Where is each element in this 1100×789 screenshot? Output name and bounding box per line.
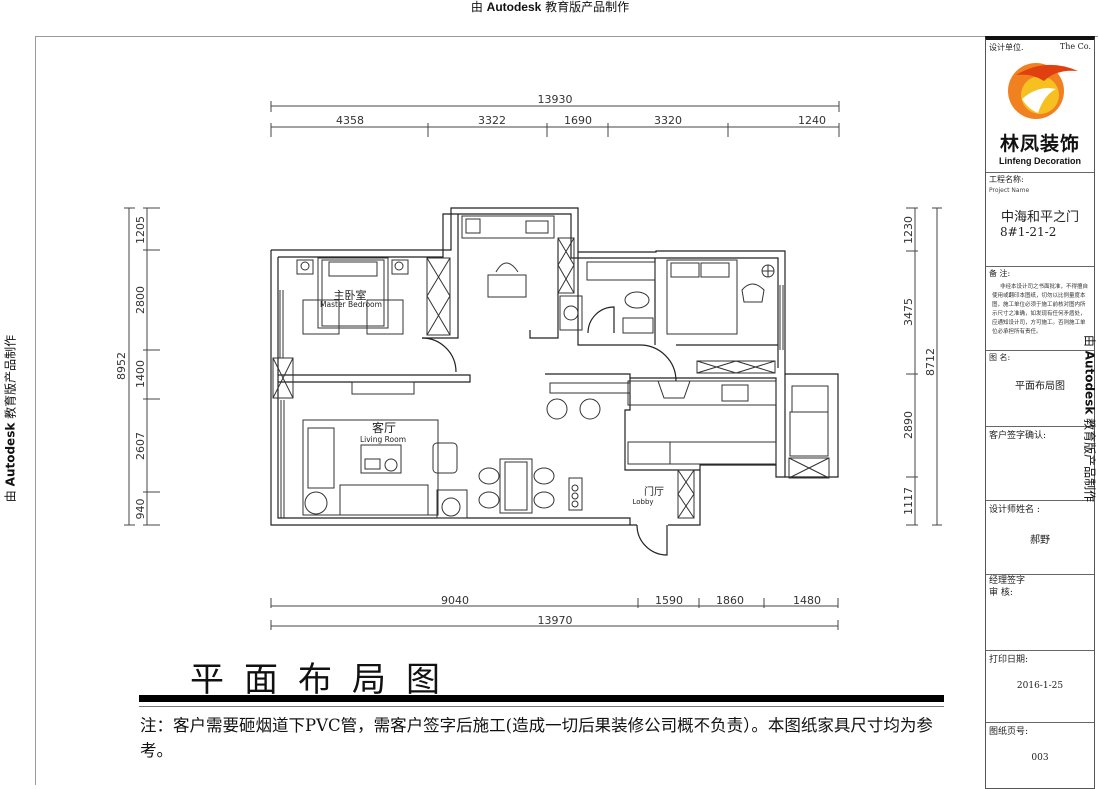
remarks-text: 非经本设计司之书面批准，不得擅自使用或翻印本图纸，切勿以比例量度本图，施工单位必… — [992, 284, 1089, 335]
logo-text-cn: 林凤装饰 — [999, 133, 1080, 155]
print-date: 2016-1-25 — [1016, 681, 1064, 691]
svg-text:2800: 2800 — [134, 286, 147, 314]
svg-text:1205: 1205 — [134, 216, 147, 244]
page-no-label: 图纸页号: — [989, 727, 1029, 737]
drawing-name: 平面布局图 — [1015, 381, 1065, 392]
room-label-lobby-en: Lobby — [632, 498, 653, 506]
remarks-cell: 备 注: 非经本设计司之书面批准，不得擅自使用或翻印本图纸，切勿以比例量度本图，… — [986, 266, 1094, 351]
drawing-title: 平面布局图 — [190, 660, 460, 700]
svg-text:1230: 1230 — [902, 216, 915, 244]
autodesk-watermark-top: 由 Autodesk 教育版产品制作 — [470, 0, 630, 14]
drawing-name-cell: 图 名: 平面布局图 — [986, 350, 1094, 427]
page-no: 003 — [1031, 753, 1049, 763]
svg-text:2890: 2890 — [902, 411, 915, 439]
autodesk-watermark-right: 由 Autodesk 教育版产品制作 — [1082, 334, 1097, 503]
floor-plan: 13930 4358 3322 1690 3320 1240 9040 1590 1860… — [115, 93, 942, 630]
project-unit: 8#1-21-2 — [1000, 225, 1057, 239]
title-underline-thin — [139, 706, 944, 707]
svg-text:2607: 2607 — [134, 432, 147, 460]
svg-text:8712: 8712 — [924, 348, 937, 376]
drawing-sheet-border — [35, 36, 1098, 785]
svg-text:1590: 1590 — [655, 594, 683, 607]
room-label-living-room-en: Living Room — [360, 435, 406, 444]
svg-text:9040: 9040 — [441, 594, 469, 607]
dim-top-total: 13930 — [538, 93, 573, 106]
project-label-en: Project Name — [989, 187, 1030, 194]
svg-text:8952: 8952 — [115, 352, 128, 380]
room-label-living-room-cn: 客厅 — [372, 420, 396, 435]
svg-text:3475: 3475 — [902, 298, 915, 326]
svg-text:1240: 1240 — [798, 114, 826, 127]
client-sign-label: 客户签字确认: — [989, 431, 1047, 441]
linfeng-logo-icon — [1008, 63, 1078, 119]
designer-label: 设计师姓名 : — [989, 505, 1040, 515]
remarks-label: 备 注: — [989, 269, 1011, 278]
design-unit-label: 设计单位. — [989, 43, 1024, 52]
svg-text:1690: 1690 — [564, 114, 592, 127]
page-no-cell: 图纸页号: 003 — [986, 722, 1094, 784]
manager-label: 经理签字 — [989, 576, 1026, 586]
title-underline-bar — [139, 695, 944, 702]
project-cell: 工程名称: Project Name 中海和平之门 8#1-21-2 — [986, 172, 1094, 267]
svg-text:1860: 1860 — [716, 594, 744, 607]
title-block-logo-cell: 设计单位. The Co. 林凤装饰 Linfeng Decoration — [986, 40, 1094, 173]
logo-text-en: Linfeng Decoration — [998, 156, 1081, 166]
drawing-note: 注：客户需要砸烟道下PVC管，需客户签字后施工(造成一切后果装修公司概不负责）。… — [140, 716, 933, 760]
client-sign-cell: 客户签字确认: — [986, 426, 1094, 501]
room-label-master-bedroom-cn: 主卧室 — [334, 288, 367, 302]
manager-cell: 经理签字 审 核: — [986, 574, 1094, 651]
designer-cell: 设计师姓名 : 郝野 — [986, 500, 1094, 575]
drawing-name-label: 图 名: — [989, 353, 1011, 362]
project-name: 中海和平之门 — [1000, 210, 1079, 225]
svg-text:13970: 13970 — [538, 614, 573, 627]
print-date-cell: 打印日期: 2016-1-25 — [986, 650, 1094, 723]
room-label-lobby-cn: 门厅 — [644, 485, 664, 498]
project-label: 工程名称: — [989, 175, 1024, 184]
review-label: 审 核: — [989, 588, 1013, 598]
svg-text:3322: 3322 — [478, 114, 506, 127]
svg-text:940: 940 — [134, 499, 147, 520]
design-unit-en: The Co. — [1059, 42, 1091, 51]
svg-text:4358: 4358 — [336, 114, 364, 127]
svg-text:1480: 1480 — [793, 594, 821, 607]
svg-text:1400: 1400 — [134, 360, 147, 388]
print-date-label: 打印日期: — [989, 655, 1029, 665]
room-label-master-bedroom-en: Master Bedroom — [320, 300, 382, 309]
svg-text:1117: 1117 — [902, 487, 915, 515]
designer-name: 郝野 — [1030, 535, 1050, 546]
title-block: 设计单位. The Co. 林凤装饰 Linfeng Decoration 工程… — [985, 36, 1095, 789]
svg-text:3320: 3320 — [654, 114, 682, 127]
